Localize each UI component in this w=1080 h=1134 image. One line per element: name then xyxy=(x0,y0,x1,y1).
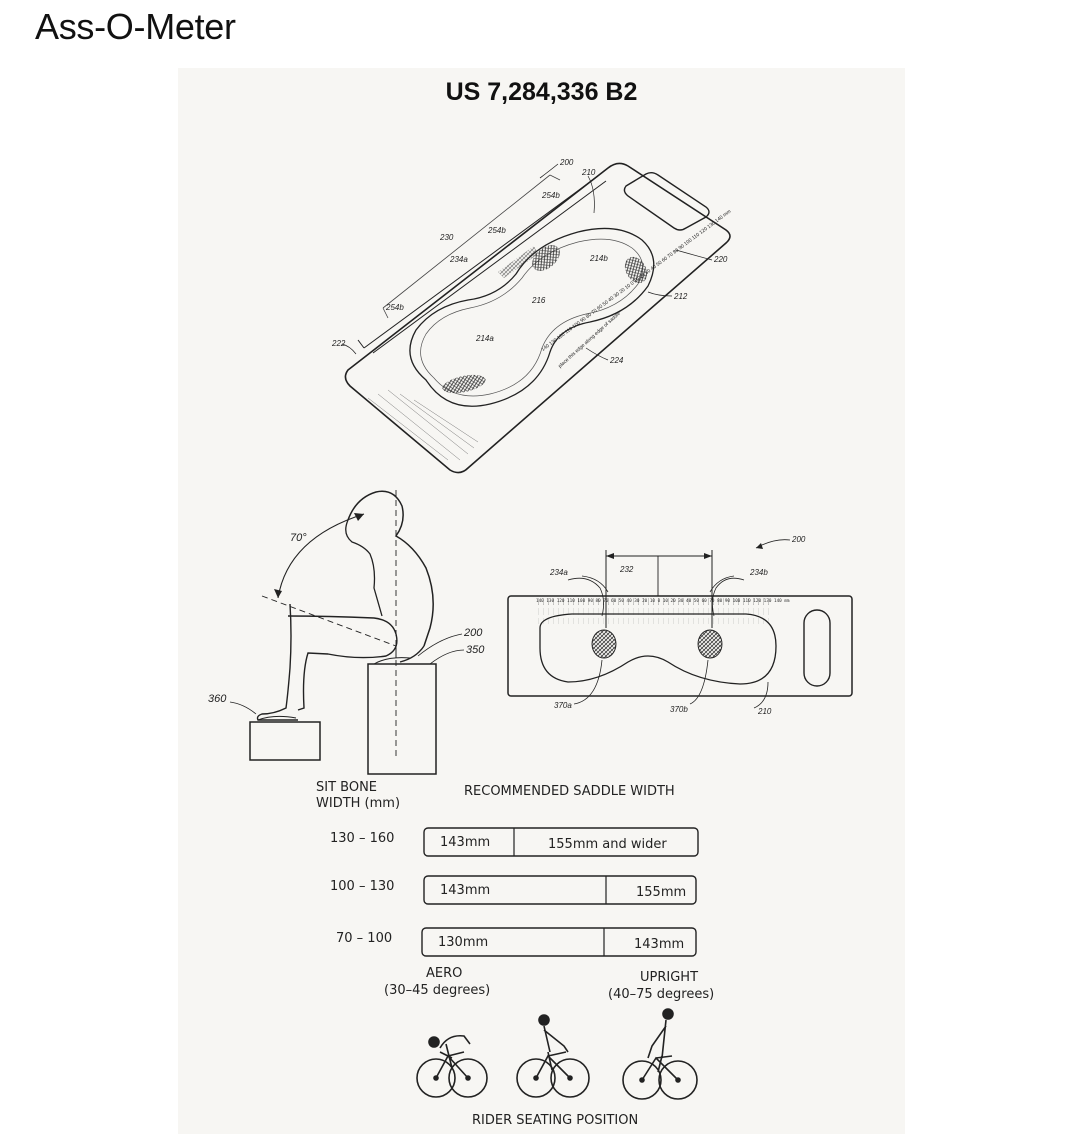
ref-212: 212 xyxy=(673,292,688,301)
row2-range: 100 – 130 xyxy=(330,879,394,894)
angle-label: 70° xyxy=(290,532,307,544)
saddle-width-header: RECOMMENDED SADDLE WIDTH xyxy=(464,784,675,799)
ref-254b-a: 254b xyxy=(541,191,560,200)
upright-range: (40–75 degrees) xyxy=(608,987,714,1002)
sit-bone-header-line1: SIT BONE xyxy=(316,780,377,795)
ref-232: 232 xyxy=(619,565,634,574)
ref-216: 216 xyxy=(531,296,546,305)
row1-right-value: 155mm and wider xyxy=(548,837,667,852)
ref-214b: 214b xyxy=(589,254,608,263)
patent-drawing: 140 130 120 110 100 90 80 70 60 50 40 30… xyxy=(208,158,853,1128)
ref-200-top: 200 xyxy=(559,158,574,167)
aero-label: AERO xyxy=(426,966,462,981)
patent-drawing-sheet: US 7,284,336 B2 xyxy=(178,68,905,1134)
row3-right-value: 143mm xyxy=(634,937,684,952)
seated-measurement-figure: 70° 200 350 360 xyxy=(208,490,485,775)
ref-370b: 370b xyxy=(670,705,688,714)
cyclist-upright-icon xyxy=(622,1008,698,1100)
aero-range: (30–45 degrees) xyxy=(384,983,490,998)
ref-350: 350 xyxy=(466,644,485,656)
ref-220: 220 xyxy=(713,255,728,264)
patent-number: US 7,284,336 B2 xyxy=(445,78,638,106)
row2-left-value: 143mm xyxy=(440,883,490,898)
ref-210-top: 210 xyxy=(581,168,596,177)
ref-222: 222 xyxy=(331,339,346,348)
row3-range: 70 – 100 xyxy=(336,931,392,946)
ruler-scale-text: 140 130 120 110 100 90 80 70 60 50 40 30… xyxy=(540,209,732,353)
ref-200-seated: 200 xyxy=(463,627,483,639)
ref-200-flat: 200 xyxy=(791,535,806,544)
ref-224: 224 xyxy=(609,356,624,365)
board-perspective-figure: 140 130 120 110 100 90 80 70 60 50 40 30… xyxy=(331,158,732,474)
row2-right-value: 155mm xyxy=(636,885,686,900)
ref-234b-flat: 234b xyxy=(749,568,768,577)
sit-bone-header-line2: WIDTH (mm) xyxy=(316,796,400,811)
cyclist-mid-icon xyxy=(516,1014,590,1098)
seating-position-caption: RIDER SEATING POSITION xyxy=(472,1113,638,1128)
ref-234a: 234a xyxy=(449,255,468,264)
cyclist-aero-icon xyxy=(416,1034,488,1098)
ref-210-flat: 210 xyxy=(757,707,772,716)
ref-234a-flat: 234a xyxy=(549,568,568,577)
row1-left-value: 143mm xyxy=(440,835,490,850)
board-flat-figure: 140 130 120 110 100 90 80 70 60 50 40 30… xyxy=(507,535,853,716)
ref-230: 230 xyxy=(439,233,454,242)
row1-range: 130 – 160 xyxy=(330,831,394,846)
ref-360: 360 xyxy=(208,693,227,705)
ref-254b-c: 254b xyxy=(385,303,404,312)
upright-label: UPRIGHT xyxy=(640,970,698,985)
ref-254b-b: 254b xyxy=(487,226,506,235)
flat-ruler-text: 140 130 120 110 100 90 80 70 60 50 40 30… xyxy=(536,598,790,604)
ref-370a: 370a xyxy=(554,701,572,710)
saddle-width-table: SIT BONE WIDTH (mm) RECOMMENDED SADDLE W… xyxy=(316,780,714,1002)
row3-left-value: 130mm xyxy=(438,935,488,950)
ref-214a: 214a xyxy=(475,334,494,343)
page-title: Ass-O-Meter xyxy=(35,6,236,47)
